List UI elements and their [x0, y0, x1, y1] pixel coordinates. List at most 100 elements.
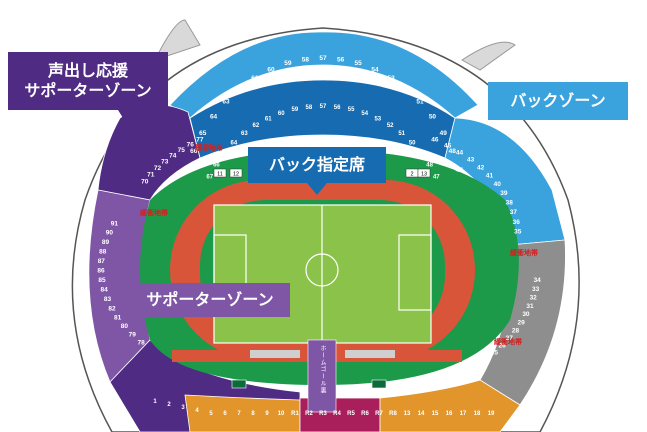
section-number[interactable]: 54 [361, 111, 368, 117]
section-number[interactable]: 49 [440, 130, 448, 137]
section-number[interactable]: 78 [138, 340, 146, 347]
section-number[interactable]: R8 [389, 411, 397, 417]
section-number[interactable]: R1 [291, 411, 299, 417]
section-number[interactable]: 59 [292, 107, 299, 113]
back-zone-upper[interactable] [169, 31, 479, 119]
section-number[interactable]: 79 [129, 332, 137, 339]
section-number[interactable]: 26 [499, 342, 507, 349]
section-number[interactable]: 49 [418, 151, 425, 157]
section-number[interactable]: 17 [460, 411, 467, 417]
section-number[interactable]: 89 [102, 239, 110, 246]
section-number[interactable]: 67 [206, 174, 213, 180]
section-number[interactable]: 61 [251, 75, 259, 82]
section-number[interactable]: 55 [348, 107, 355, 113]
section-number[interactable]: R5 [347, 411, 355, 417]
section-number[interactable]: 3 [181, 405, 185, 411]
section-number[interactable]: 60 [278, 111, 285, 117]
section-number[interactable]: 57 [319, 55, 327, 62]
section-number[interactable]: 82 [108, 305, 116, 312]
section-number[interactable]: 67 [183, 167, 191, 174]
section-number[interactable]: R2 [305, 411, 313, 417]
section-number[interactable]: R4 [333, 411, 341, 417]
section-number[interactable]: 43 [467, 157, 475, 164]
section-number[interactable]: 5 [209, 411, 213, 417]
section-number[interactable]: 19 [488, 411, 495, 417]
section-number[interactable]: 55 [354, 60, 362, 67]
section-number[interactable]: 75 [178, 147, 186, 154]
section-number[interactable]: 66 [213, 162, 220, 168]
section-number[interactable]: 2 [167, 402, 171, 408]
section-number[interactable]: R3 [319, 411, 327, 417]
section-number[interactable]: R7 [375, 411, 383, 417]
section-number[interactable]: 70 [141, 178, 149, 185]
section-number[interactable]: 25 [491, 350, 499, 357]
section-number[interactable]: 46 [431, 137, 439, 144]
section-number[interactable]: 47 [456, 167, 464, 174]
section-number[interactable]: 56 [334, 105, 341, 111]
section-number[interactable]: 63 [222, 99, 230, 106]
section-number[interactable]: 85 [98, 277, 106, 284]
section-number[interactable]: 32 [530, 294, 538, 301]
section-number[interactable]: 72 [154, 165, 162, 172]
section-number[interactable]: 53 [387, 75, 395, 82]
section-number[interactable]: 45 [444, 143, 452, 150]
section-number[interactable]: 7 [237, 411, 241, 417]
section-number[interactable]: 63 [241, 131, 248, 137]
section-number[interactable]: 4 [195, 408, 199, 414]
section-number[interactable]: 9 [265, 411, 269, 417]
section-number[interactable]: 65 [221, 151, 228, 157]
section-number[interactable]: 87 [98, 258, 106, 265]
section-number[interactable]: 8 [251, 411, 255, 417]
section-number[interactable]: 52 [387, 123, 394, 129]
section-number[interactable]: 83 [104, 296, 112, 303]
section-number[interactable]: 51 [398, 131, 405, 137]
section-number[interactable]: 57 [320, 104, 327, 110]
section-number[interactable]: 28 [512, 327, 520, 334]
section-number[interactable]: 35 [514, 229, 522, 236]
section-number[interactable]: 29 [518, 319, 526, 326]
section-number[interactable]: 52 [403, 86, 411, 93]
section-number[interactable]: 24 [482, 356, 490, 363]
section-number[interactable]: 48 [426, 162, 433, 168]
section-number[interactable]: 10 [278, 411, 285, 417]
section-number[interactable]: 23 [473, 363, 481, 370]
section-number[interactable]: 51 [416, 99, 424, 106]
section-number[interactable]: 47 [433, 174, 440, 180]
section-number[interactable]: 77 [196, 136, 204, 143]
section-number[interactable]: 64 [210, 113, 218, 120]
section-number[interactable]: 42 [477, 164, 485, 171]
section-number[interactable]: 80 [121, 323, 129, 330]
section-number[interactable]: 36 [513, 219, 521, 226]
section-number[interactable]: 41 [486, 173, 494, 180]
section-number[interactable]: 59 [284, 60, 292, 67]
section-number[interactable]: 86 [97, 268, 105, 275]
section-number[interactable]: 65 [199, 130, 207, 137]
section-number[interactable]: 81 [114, 314, 122, 321]
section-number[interactable]: 18 [474, 411, 481, 417]
section-number[interactable]: 50 [429, 113, 437, 120]
section-number[interactable]: 84 [101, 287, 109, 294]
section-number[interactable]: 61 [265, 116, 272, 122]
section-number[interactable]: 64 [230, 140, 237, 146]
section-number[interactable]: 15 [432, 411, 439, 417]
section-number[interactable]: 88 [99, 248, 107, 255]
section-number[interactable]: 54 [371, 66, 379, 73]
section-number[interactable]: 33 [532, 286, 540, 293]
section-number[interactable]: 53 [374, 116, 381, 122]
section-number[interactable]: 30 [522, 311, 530, 318]
section-number[interactable]: 50 [409, 140, 416, 146]
section-number[interactable]: 39 [500, 190, 508, 197]
section-number[interactable]: 37 [510, 209, 518, 216]
section-number[interactable]: 62 [252, 123, 259, 129]
section-number[interactable]: 27 [506, 335, 514, 342]
section-number[interactable]: 14 [418, 411, 425, 417]
section-number[interactable]: 58 [302, 56, 310, 63]
section-number[interactable]: 31 [526, 303, 534, 310]
section-number[interactable]: 58 [306, 105, 313, 111]
section-number[interactable]: 66 [190, 148, 198, 155]
section-number[interactable]: 71 [147, 171, 155, 178]
section-number[interactable]: 91 [111, 221, 119, 228]
section-number[interactable]: 60 [267, 66, 275, 73]
section-number[interactable]: 1 [153, 399, 157, 405]
section-number[interactable]: 56 [337, 56, 345, 63]
